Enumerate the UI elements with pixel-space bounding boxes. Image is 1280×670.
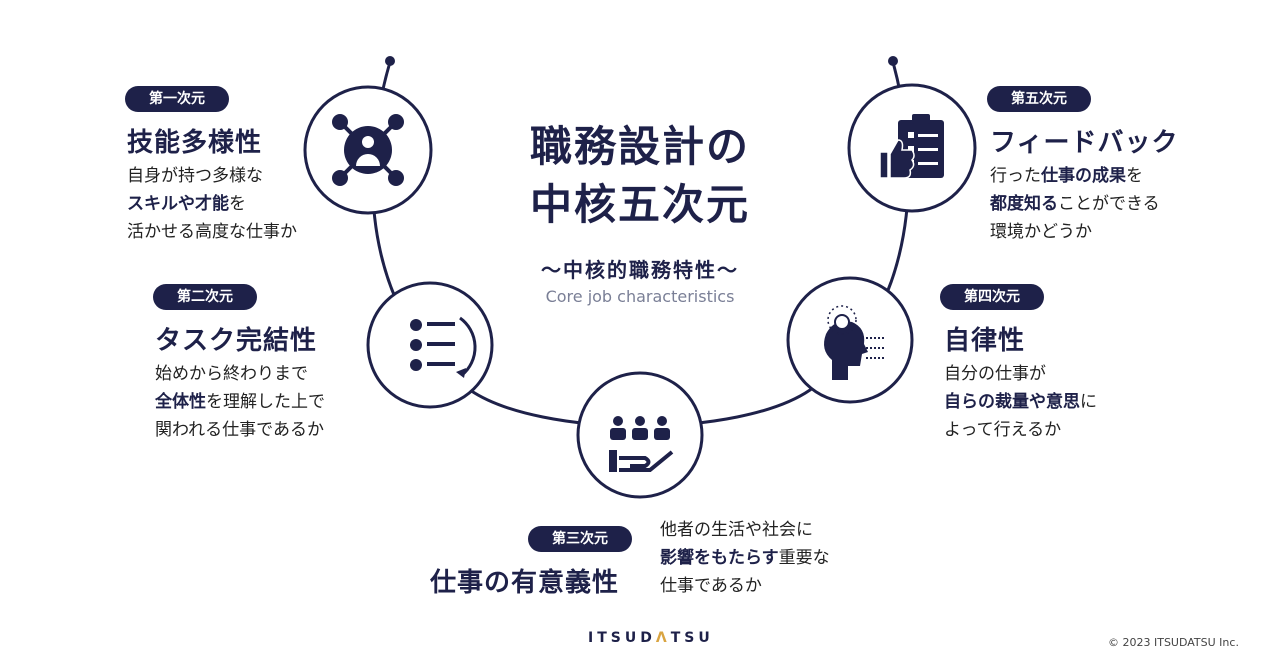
desc-text: ことができる <box>1058 194 1160 214</box>
logo-accent: Λ <box>655 630 671 646</box>
desc-line: 始めから終わりまで <box>155 360 325 388</box>
desc-line: よって行えるか <box>944 416 1097 444</box>
desc-text: に <box>1080 392 1097 412</box>
subtitle: 〜中核的職務特性〜 <box>541 258 739 282</box>
desc-line: 自らの裁量や意思に <box>944 388 1097 416</box>
desc-text: を理解した上で <box>206 392 325 412</box>
dimension-1-desc: 自身が持つ多様なスキルや才能を活かせる高度な仕事か <box>127 162 297 246</box>
desc-text: 関われる仕事であるか <box>155 420 324 440</box>
dimension-3-desc: 他者の生活や社会に影響をもたらす重要な仕事であるか <box>660 516 830 600</box>
desc-line: 影響をもたらす重要な <box>660 544 830 572</box>
desc-text: 自分の仕事が <box>944 364 1046 384</box>
arc-end-dot-left <box>385 56 395 66</box>
desc-text: 行った <box>990 166 1041 186</box>
desc-line: スキルや才能を <box>127 190 297 218</box>
desc-line: 都度知ることができる <box>990 190 1160 218</box>
head-lightbulb-icon <box>786 276 914 404</box>
desc-emphasis: 自らの裁量や意思 <box>944 392 1080 412</box>
dimension-2-title: タスク完結性 <box>155 326 318 356</box>
dimension-3-badge: 第三次元 <box>528 526 632 552</box>
people-hand-icon <box>576 371 704 499</box>
desc-text: 仕事であるか <box>660 576 762 596</box>
title-line-1: 職務設計の <box>529 122 750 171</box>
desc-emphasis: 影響をもたらす <box>660 548 779 568</box>
checklist-cycle-icon <box>366 281 494 409</box>
logo-text-right: TSU <box>670 630 714 646</box>
network-person-icon <box>303 85 433 215</box>
desc-text: 他者の生活や社会に <box>660 520 813 540</box>
dimension-5-desc: 行った仕事の成果を都度知ることができる環境かどうか <box>990 162 1160 246</box>
dimension-3-title: 仕事の有意義性 <box>430 568 620 598</box>
dimension-5-title: フィードバック <box>990 128 1179 158</box>
desc-text: を <box>1126 166 1143 186</box>
company-logo: ITSUDΛTSU <box>588 630 714 646</box>
desc-text: 始めから終わりまで <box>155 364 308 384</box>
desc-line: 関われる仕事であるか <box>155 416 325 444</box>
desc-text: よって行えるか <box>944 420 1062 440</box>
clipboard-thumbsup-icon <box>847 83 977 213</box>
subtitle-english: Core job characteristics <box>545 287 735 306</box>
dimension-1-title: 技能多様性 <box>127 128 263 158</box>
desc-line: 行った仕事の成果を <box>990 162 1160 190</box>
desc-emphasis: 全体性 <box>155 392 206 412</box>
desc-line: 環境かどうか <box>990 218 1160 246</box>
desc-text: 環境かどうか <box>990 222 1092 242</box>
desc-line: 活かせる高度な仕事か <box>127 218 297 246</box>
desc-emphasis: 仕事の成果 <box>1041 166 1126 186</box>
copyright: © 2023 ITSUDATSU Inc. <box>1108 636 1239 649</box>
dimension-4-badge: 第四次元 <box>940 284 1044 310</box>
dimension-5-badge: 第五次元 <box>987 86 1091 112</box>
desc-line: 全体性を理解した上で <box>155 388 325 416</box>
dimension-2-desc: 始めから終わりまで全体性を理解した上で関われる仕事であるか <box>155 360 325 444</box>
desc-line: 自分の仕事が <box>944 360 1097 388</box>
desc-line: 仕事であるか <box>660 572 830 600</box>
desc-text: 自身が持つ多様な <box>127 166 263 186</box>
desc-line: 他者の生活や社会に <box>660 516 830 544</box>
page-title: 職務設計の 中核五次元 <box>500 118 780 234</box>
logo-text-left: ITSUD <box>588 630 656 646</box>
arc-end-dot-right <box>888 56 898 66</box>
title-line-2: 中核五次元 <box>529 180 750 229</box>
dimension-4-desc: 自分の仕事が自らの裁量や意思によって行えるか <box>944 360 1097 444</box>
desc-text: を <box>229 194 246 214</box>
desc-emphasis: 都度知る <box>990 194 1058 214</box>
desc-text: 重要な <box>778 548 830 568</box>
desc-line: 自身が持つ多様な <box>127 162 297 190</box>
desc-text: 活かせる高度な仕事か <box>127 222 297 242</box>
dimension-2-badge: 第二次元 <box>153 284 257 310</box>
dimension-1-badge: 第一次元 <box>125 86 229 112</box>
desc-emphasis: スキルや才能 <box>127 194 229 214</box>
dimension-4-title: 自律性 <box>944 326 1026 356</box>
